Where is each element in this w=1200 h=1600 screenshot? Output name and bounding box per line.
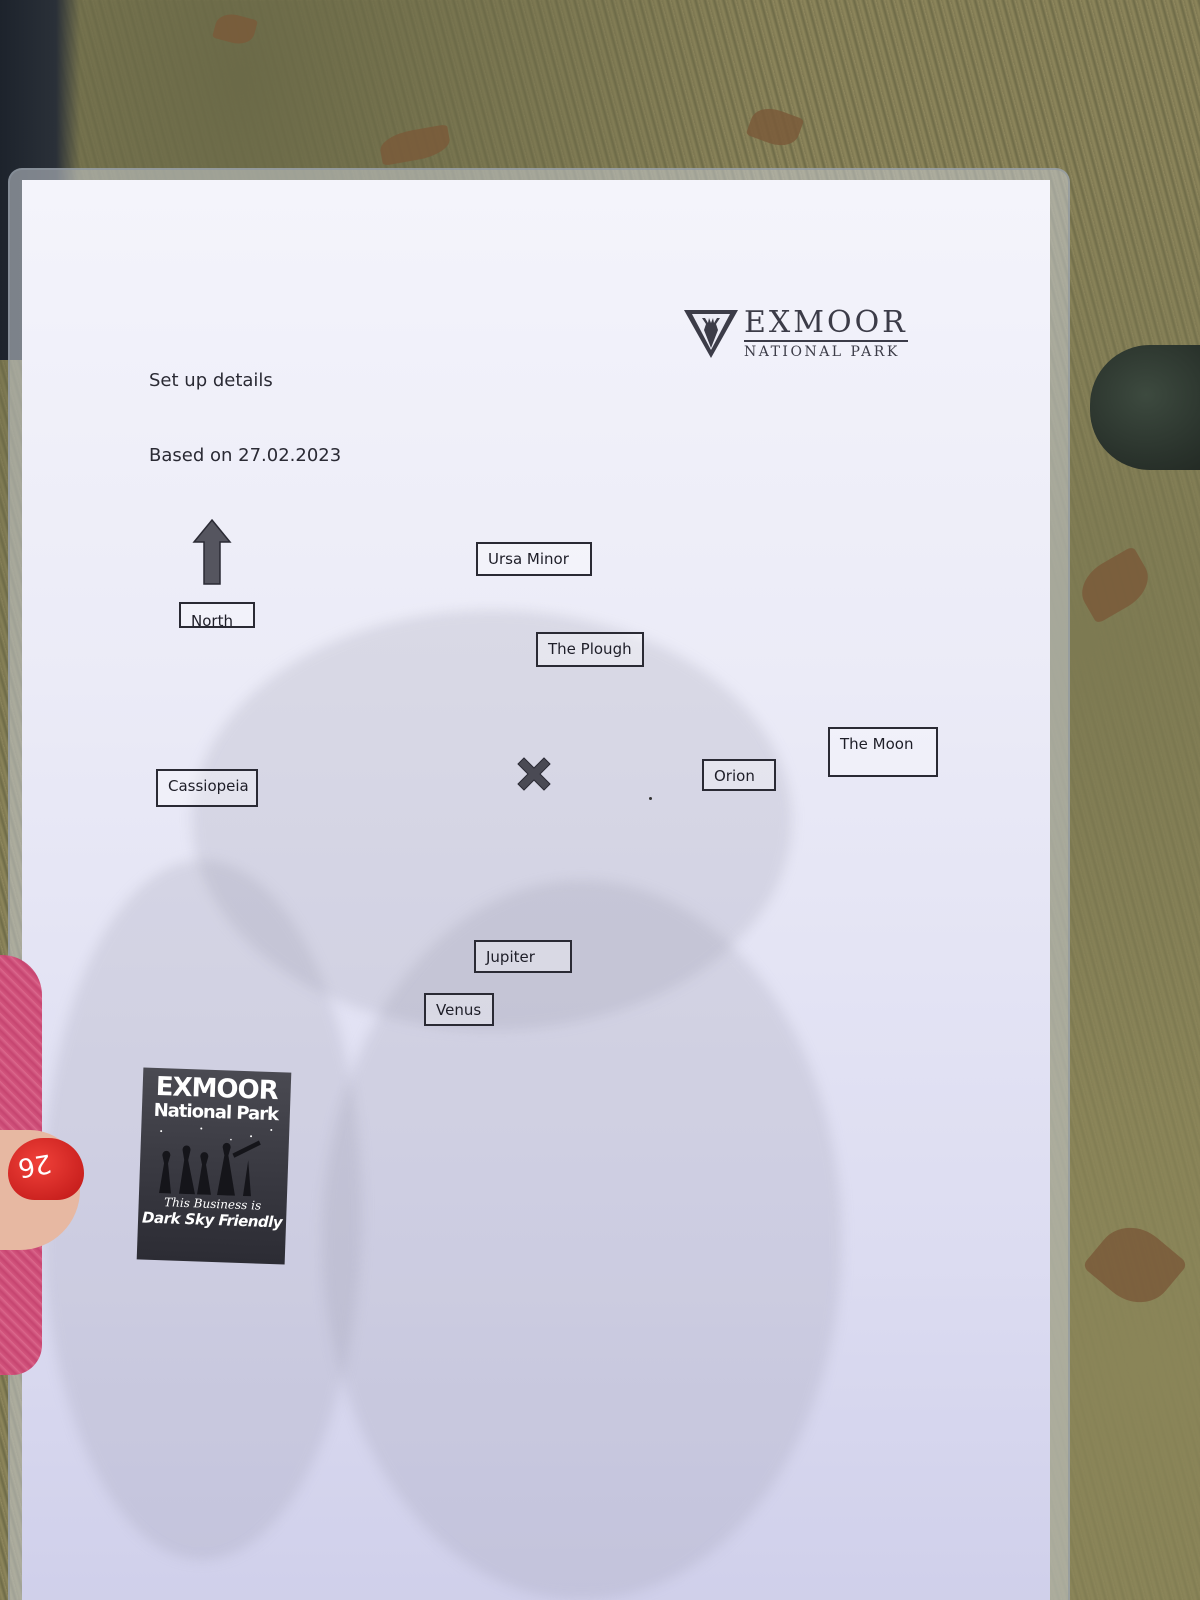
stag-shield-icon bbox=[684, 310, 738, 358]
logo-subtitle: NATIONAL PARK bbox=[744, 340, 908, 360]
document-heading: Set up details bbox=[149, 370, 273, 391]
dead-leaf bbox=[1081, 1212, 1189, 1318]
observer-cross-icon bbox=[517, 757, 551, 791]
laminated-sheet: EXMOOR NATIONAL PARK Set up details Base… bbox=[22, 180, 1050, 1600]
cassiopeia-label: Cassiopeia bbox=[156, 769, 258, 807]
exmoor-logo: EXMOOR NATIONAL PARK bbox=[682, 308, 908, 360]
glare-reflection bbox=[322, 880, 842, 1600]
ursa-minor-label: Ursa Minor bbox=[476, 542, 592, 576]
dead-leaf bbox=[212, 10, 258, 48]
document-date: Based on 27.02.2023 bbox=[149, 445, 342, 466]
glare-reflection bbox=[192, 610, 792, 1030]
the-plough-label: The Plough bbox=[536, 632, 644, 667]
venus-label: Venus bbox=[424, 993, 494, 1026]
dead-leaf bbox=[377, 124, 453, 166]
nail-decoration-text: 26 bbox=[15, 1147, 54, 1183]
pen-dot bbox=[649, 797, 652, 800]
badge-subtitle: National Park bbox=[153, 1099, 279, 1126]
badge-line-dark-sky: Dark Sky Friendly bbox=[141, 1208, 283, 1232]
green-boot bbox=[1090, 345, 1200, 470]
dead-leaf bbox=[745, 102, 805, 152]
stargazers-silhouette-icon bbox=[159, 1127, 273, 1197]
jupiter-label: Jupiter bbox=[474, 940, 572, 973]
orion-label: Orion bbox=[702, 759, 776, 791]
dark-sky-friendly-badge: EXMOOR National Park This Business is Da… bbox=[136, 1067, 292, 1265]
red-painted-nail bbox=[8, 1138, 84, 1200]
north-arrow-icon bbox=[192, 518, 232, 585]
dead-leaf bbox=[1072, 545, 1158, 625]
the-moon-label: The Moon bbox=[828, 727, 938, 777]
north-label: North bbox=[179, 602, 255, 628]
logo-wordmark: EXMOOR bbox=[744, 305, 908, 340]
